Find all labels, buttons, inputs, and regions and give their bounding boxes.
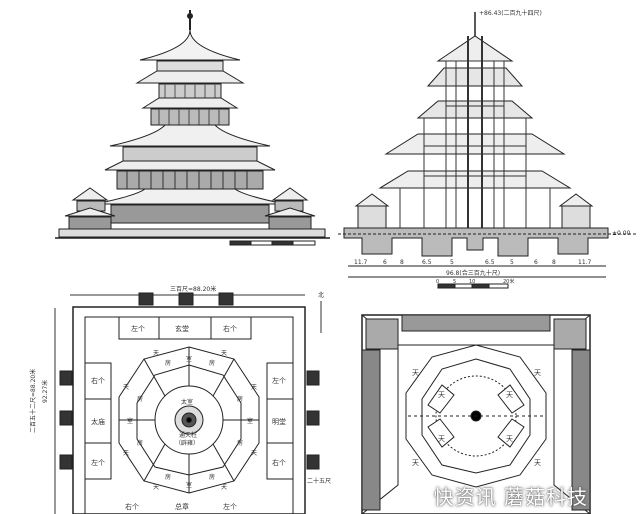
ring-label: 天 <box>221 484 227 491</box>
section-level-label: ±0.00 <box>612 230 631 237</box>
ground-plan: 三百尺=88.20米 北 二百五十二尺=88.20米 92.27米 <box>25 283 335 514</box>
upper-label: 天 <box>438 435 445 443</box>
section-dim: 5 <box>450 259 454 266</box>
scale-tick: 10 <box>469 279 475 285</box>
ring-label: 房 <box>209 473 215 481</box>
upper-plan-svg: 天 天 天 天 天 天 天 天 <box>361 314 591 514</box>
upper-label: 天 <box>534 459 541 467</box>
ring-label: 天 <box>221 350 227 357</box>
plan-top-dim: 三百尺=88.20米 <box>170 285 216 293</box>
plan-left-dim: 二百五十二尺=88.20米 <box>29 369 37 433</box>
section-svg: +86.43(二百九十四尺) ±0.00 11.7 6 8 6.5 5 6.5 … <box>338 9 638 289</box>
ring-label: 房 <box>237 395 243 403</box>
ring-label: 天 <box>251 384 257 391</box>
room-label: 左个 <box>131 324 145 333</box>
ring-label: 房 <box>137 395 143 403</box>
ground-plan-svg: 三百尺=88.20米 北 二百五十二尺=88.20米 92.27米 <box>29 285 331 514</box>
plan-north-label: 北 <box>318 291 324 299</box>
ring-label: 天 <box>153 484 159 491</box>
ring-label: 房 <box>237 439 243 447</box>
ring-label: 天 <box>123 450 129 457</box>
plan-ring-labels: 天 天 天 天 天 天 天 天 房 房 房 房 房 房 房 房 室 室 室 室 <box>123 350 257 491</box>
scale-tick: 5 <box>453 279 456 285</box>
room-label: 右个 <box>91 376 105 385</box>
section-dim: 6.5 <box>422 259 432 266</box>
scale-tick: 20米 <box>503 278 514 285</box>
section-dim: 8 <box>552 259 556 266</box>
upper-label: 天 <box>506 435 513 443</box>
ring-label: 天 <box>153 350 159 357</box>
room-label: 左个 <box>272 376 286 385</box>
ring-label: 房 <box>137 439 143 447</box>
section-scale: 0 5 10 20米 <box>436 278 514 285</box>
room-label: 明堂 <box>272 417 286 426</box>
section-dim: 5 <box>510 259 514 266</box>
ring-label: 天 <box>123 384 129 391</box>
room-label: 左个 <box>91 458 105 467</box>
plan-right-note: 二十五尺 <box>307 477 331 485</box>
ring-label: 天 <box>251 450 257 457</box>
ring-label: 室 <box>127 417 133 425</box>
elevation-drawing <box>55 8 330 248</box>
room-label: 总章 <box>175 502 189 511</box>
ring-label: 室 <box>186 481 192 489</box>
scale-tick: 0 <box>436 279 439 285</box>
watermark: 快资讯 蘑菇科技 <box>433 485 588 509</box>
center-label: （辟雍） <box>175 439 199 447</box>
room-label: 太庙 <box>91 417 105 426</box>
room-label: 玄堂 <box>175 324 189 333</box>
section-drawing: +86.43(二百九十四尺) ±0.00 11.7 6 8 6.5 5 6.5 … <box>338 6 638 291</box>
ring-label: 房 <box>165 473 171 481</box>
upper-floor-plan: 天 天 天 天 天 天 天 天 <box>358 305 598 514</box>
center-label: 通天柱 <box>179 431 197 439</box>
section-total-dim: 96.8(合三百九十尺) <box>446 269 500 277</box>
section-dim: 6 <box>534 259 538 266</box>
center-label: 太室 <box>181 398 193 406</box>
upper-label: 天 <box>438 391 445 399</box>
section-top-height-label: +86.43(二百九十四尺) <box>479 9 542 17</box>
section-dim: 11.7 <box>578 259 592 266</box>
room-label: 左个 <box>223 502 237 511</box>
plan-room-labels: 左个 玄堂 右个 右个 太庙 左个 左个 明堂 右个 右个 总章 左个 <box>91 324 286 511</box>
ring-label: 房 <box>165 359 171 367</box>
room-label: 右个 <box>272 458 286 467</box>
upper-label: 天 <box>534 369 541 377</box>
upper-label: 天 <box>412 369 419 377</box>
elevation-svg <box>55 10 330 246</box>
upper-label: 天 <box>506 391 513 399</box>
section-dims: 11.7 6 8 6.5 5 6.5 5 6 8 11.7 <box>354 259 592 266</box>
plan-left-inner-dim: 92.27米 <box>41 380 49 403</box>
section-dim: 6 <box>383 259 387 266</box>
ring-label: 室 <box>186 355 192 363</box>
plan-center-labels: 太室 （辟雍） 通天柱 <box>175 398 199 447</box>
section-dim: 11.7 <box>354 259 368 266</box>
section-dim: 8 <box>400 259 404 266</box>
ring-label: 房 <box>209 359 215 367</box>
room-label: 右个 <box>125 502 139 511</box>
upper-plan-labels: 天 天 天 天 天 天 天 天 <box>412 369 541 467</box>
upper-label: 天 <box>412 459 419 467</box>
section-dim: 6.5 <box>485 259 495 266</box>
ring-label: 室 <box>247 417 253 425</box>
room-label: 右个 <box>223 324 237 333</box>
